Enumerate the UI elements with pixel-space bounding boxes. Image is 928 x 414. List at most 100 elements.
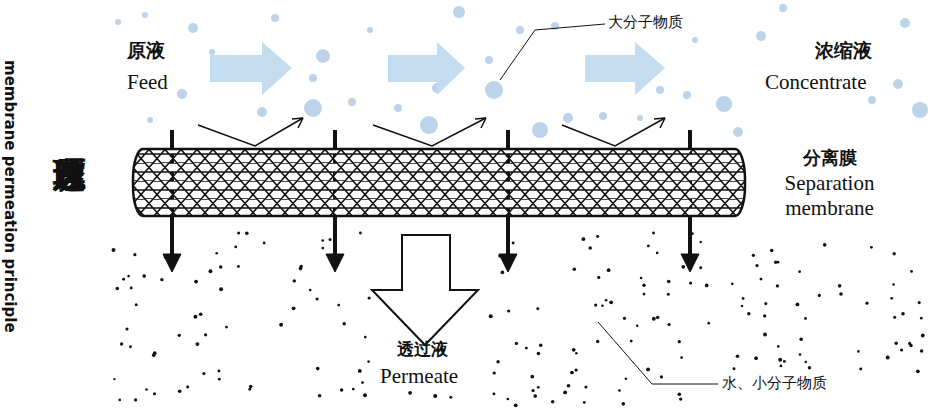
- molecule-dot: [112, 248, 116, 252]
- concentrate-label: 浓缩液: [815, 40, 872, 62]
- translation-caption: membrane permeation principle: [1, 60, 18, 333]
- molecule-dot: [804, 317, 807, 320]
- molecule-dot: [796, 303, 800, 307]
- molecule-dot: [530, 375, 534, 379]
- molecule-dot: [194, 280, 198, 284]
- molecule-dot: [776, 284, 779, 287]
- molecule-dot: [178, 334, 181, 337]
- molecule-dot: [921, 334, 925, 338]
- molecule-dot: [129, 345, 132, 348]
- macromolecule-label: 大分子物质: [608, 14, 683, 31]
- molecule-dot: [601, 305, 604, 308]
- molecule-dot: [340, 388, 343, 391]
- molecule-dot: [573, 268, 576, 271]
- molecule-dot: [754, 356, 758, 360]
- molecule-dot: [596, 340, 599, 343]
- molecule-dot: [120, 342, 123, 345]
- molecule-dot: [234, 246, 237, 249]
- molecule-dot: [575, 352, 578, 355]
- molecule-dot: [531, 389, 534, 392]
- small-molecule-label: 水、小分子物质: [722, 375, 827, 392]
- molecule-dot: [839, 292, 843, 296]
- molecule-dot: [901, 312, 905, 316]
- molecule-dot: [219, 287, 223, 291]
- molecule-dot: [127, 275, 130, 278]
- molecule-dot: [321, 247, 324, 250]
- molecule-dot: [892, 283, 895, 286]
- molecule-dot: [408, 391, 412, 395]
- molecule-dot: [570, 371, 574, 375]
- molecule-dot: [567, 384, 571, 388]
- molecule-dot: [537, 352, 541, 356]
- molecule-dot: [292, 306, 296, 310]
- molecule-dot: [640, 277, 643, 280]
- membrane-caption: 分离膜Separation membrane: [762, 148, 897, 221]
- molecule-dot: [219, 265, 223, 269]
- molecule-dot: [731, 282, 734, 285]
- molecule-dot: [178, 390, 182, 394]
- small-molecules: [112, 231, 925, 407]
- molecule-dot: [823, 243, 827, 247]
- molecule-dot: [160, 278, 163, 281]
- molecule-dot: [342, 322, 346, 326]
- molecule-dot: [699, 241, 701, 243]
- molecule-dot: [116, 287, 120, 291]
- molecule-dot: [763, 314, 766, 317]
- molecule-dot: [237, 265, 240, 268]
- molecule-dot: [119, 399, 122, 402]
- molecule-dot: [886, 356, 890, 360]
- molecule-dot: [337, 304, 340, 307]
- molecule-dot: [204, 333, 207, 336]
- molecule-dot: [318, 394, 322, 398]
- molecule-dot: [605, 299, 608, 302]
- molecule-dot: [736, 355, 740, 359]
- molecule-dot: [135, 303, 138, 306]
- molecule-dot: [668, 323, 671, 326]
- molecule-dot: [705, 284, 709, 288]
- molecule-dot: [316, 367, 320, 371]
- molecule-dot: [780, 365, 783, 368]
- molecule-dot: [248, 388, 251, 391]
- molecule-dot: [763, 333, 767, 337]
- molecule-dot: [299, 265, 302, 268]
- molecule-dot: [202, 372, 205, 375]
- molecule-dot: [667, 280, 671, 284]
- flow-arrows: [210, 42, 665, 95]
- membrane-label-en: Separation membrane: [762, 171, 897, 221]
- molecule-dot: [647, 244, 650, 247]
- permeate-label-en: Permeate: [380, 364, 458, 388]
- molecule-dot: [652, 232, 655, 235]
- molecule-dot: [122, 278, 125, 281]
- molecule-dot: [199, 313, 203, 317]
- molecule-dot: [643, 293, 646, 296]
- molecule-dot: [329, 238, 332, 241]
- molecule-dot: [764, 302, 767, 305]
- molecule-dot: [707, 322, 710, 325]
- molecule-dot: [367, 360, 370, 363]
- molecule-dot: [209, 269, 213, 273]
- molecule-dot: [798, 270, 801, 273]
- molecule-dot: [741, 305, 743, 307]
- molecule-dot: [642, 284, 645, 287]
- molecule-dot: [113, 378, 115, 380]
- molecule-dot: [581, 237, 585, 241]
- molecule-dot: [893, 252, 896, 255]
- permeate-arrow: [372, 235, 478, 345]
- molecule-dot: [507, 309, 510, 312]
- molecule-dot: [361, 381, 364, 384]
- molecule-dot: [747, 312, 750, 315]
- molecule-dot: [321, 239, 324, 242]
- molecule-dot: [656, 316, 659, 319]
- molecule-dot: [870, 246, 873, 249]
- molecule-dot: [774, 261, 777, 264]
- molecule-dot: [689, 282, 692, 285]
- molecule-dot: [609, 300, 613, 304]
- molecule-dot: [755, 264, 758, 267]
- feed-label-en: Feed: [127, 70, 168, 94]
- molecule-dot: [859, 368, 862, 371]
- molecule-dot: [920, 349, 923, 352]
- molecule-dot: [515, 342, 518, 345]
- molecule-dot: [496, 360, 499, 363]
- molecule-dot: [918, 301, 921, 304]
- molecule-dot: [563, 390, 567, 394]
